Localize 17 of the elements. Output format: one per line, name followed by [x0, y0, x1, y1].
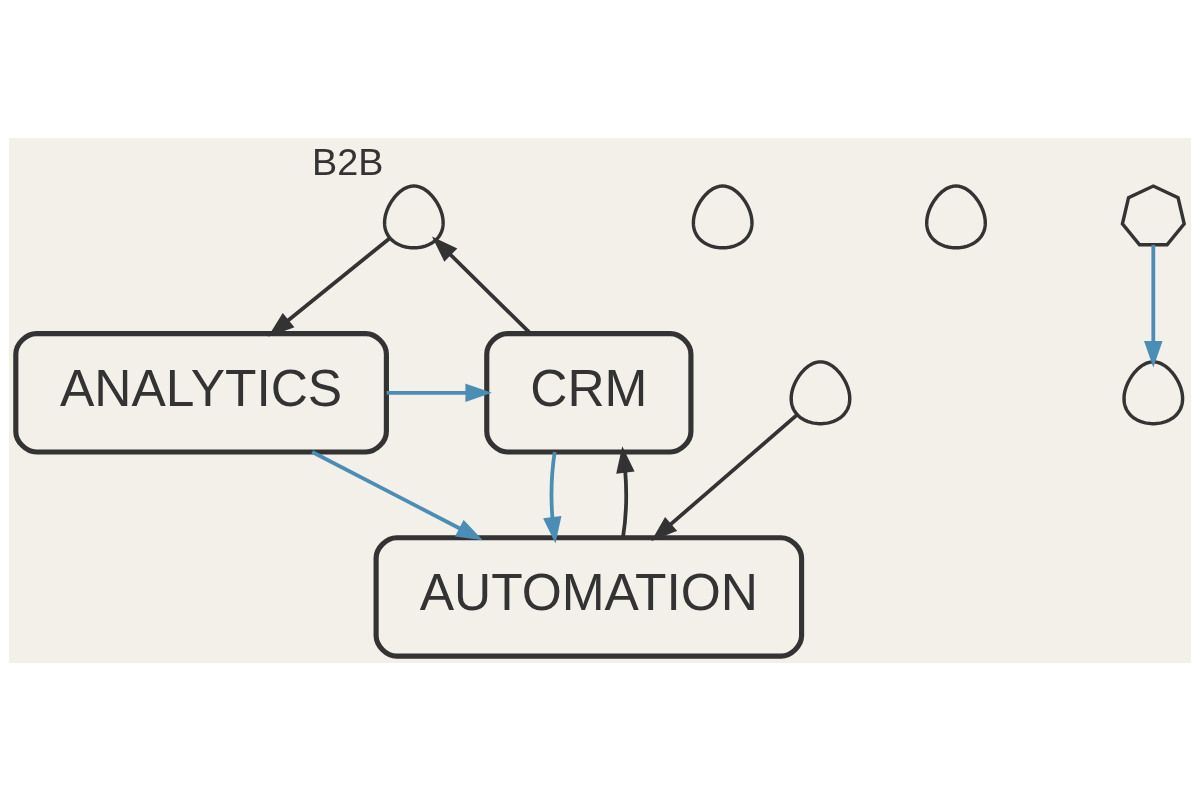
arrow — [616, 445, 635, 538]
arrow — [1144, 244, 1163, 367]
node-box: ANALYTICS — [13, 330, 389, 455]
arrow — [651, 412, 799, 541]
node-person — [925, 183, 987, 249]
node-box: AUTOMATION — [373, 534, 805, 659]
node-person — [789, 359, 852, 425]
node-gear — [1120, 183, 1187, 246]
node-box: CRM — [484, 330, 694, 455]
arrow — [311, 449, 483, 540]
node-person — [382, 183, 445, 249]
arrow — [386, 383, 492, 402]
node-label: B2B — [312, 140, 384, 183]
node-person — [1122, 359, 1185, 425]
node-person — [691, 183, 754, 249]
arrow — [543, 451, 562, 543]
arrow — [268, 236, 391, 337]
